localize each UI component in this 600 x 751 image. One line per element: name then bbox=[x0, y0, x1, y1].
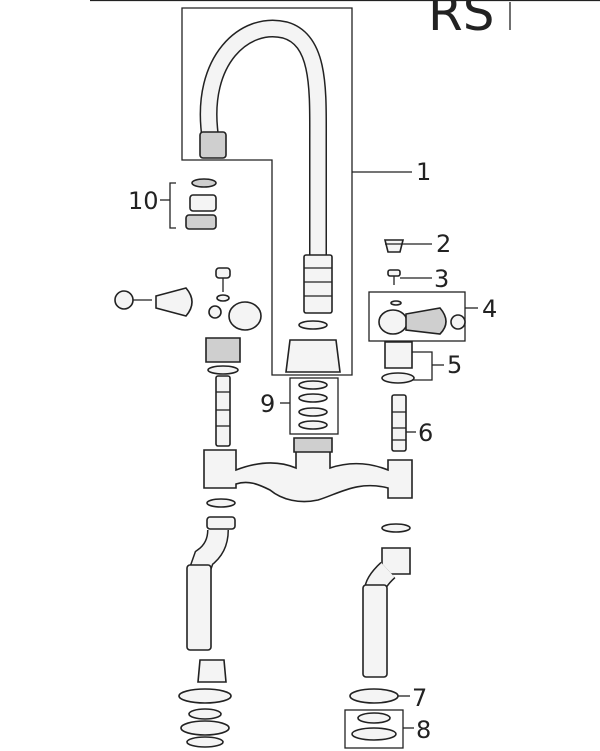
callout-6: 6 bbox=[418, 419, 433, 447]
spout-outline-frame bbox=[181, 7, 353, 376]
bracket-5 bbox=[412, 351, 433, 381]
callout-8: 8 bbox=[416, 716, 431, 744]
left-supply-pipe bbox=[178, 498, 236, 748]
right-handle-assembly bbox=[368, 239, 466, 342]
bridge-body bbox=[203, 437, 413, 503]
diagram-title: RS bbox=[428, 0, 494, 42]
right-supply-pipe bbox=[344, 523, 411, 749]
callout-4: 4 bbox=[482, 295, 497, 323]
callout-2: 2 bbox=[436, 230, 451, 258]
callout-3: 3 bbox=[434, 265, 449, 293]
callout-10: 10 bbox=[128, 187, 159, 215]
aerator-parts bbox=[169, 178, 217, 230]
spout-o-ring bbox=[298, 320, 328, 330]
left-handle-assembly bbox=[114, 267, 262, 447]
callout-9: 9 bbox=[260, 390, 275, 418]
o-ring-stack bbox=[289, 377, 339, 435]
right-cartridge bbox=[391, 394, 407, 452]
callout-7: 7 bbox=[412, 684, 427, 712]
spout-nut bbox=[285, 339, 341, 373]
callout-1: 1 bbox=[416, 158, 431, 186]
spout-aerator-tip bbox=[199, 131, 227, 159]
spout-base-connector bbox=[303, 254, 333, 314]
callout-5: 5 bbox=[447, 351, 462, 379]
spout-assembly bbox=[199, 19, 341, 373]
right-nut-and-washer bbox=[381, 341, 415, 384]
